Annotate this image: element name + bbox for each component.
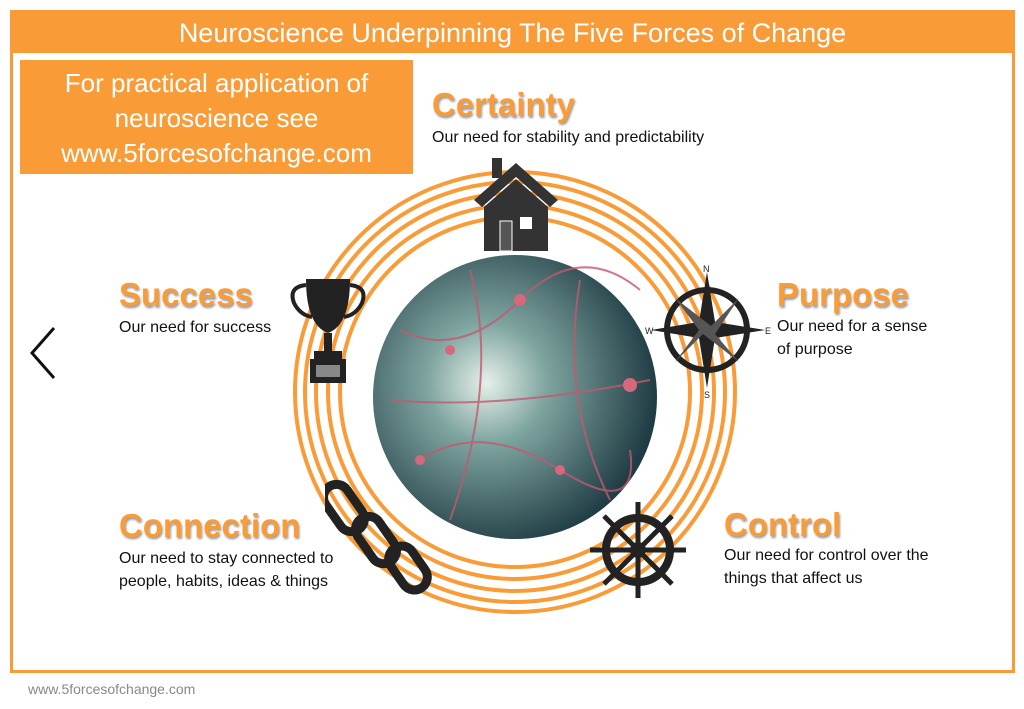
neuron-image xyxy=(373,255,657,539)
promo-link[interactable]: www.5forcesofchange.com xyxy=(61,138,372,168)
success-title: Success xyxy=(119,276,253,313)
prev-arrow-icon[interactable] xyxy=(20,322,70,384)
connection-desc: Our need to stay connected to people, hab… xyxy=(119,547,333,593)
connection-desc-line: people, habits, ideas & things xyxy=(119,573,329,590)
compass-icon: N S E W xyxy=(645,264,771,400)
chain-link-icon xyxy=(325,479,432,595)
ship-wheel-icon xyxy=(590,502,686,598)
compass-east: E xyxy=(765,326,771,336)
compass-south: S xyxy=(704,390,710,400)
house-icon xyxy=(474,158,558,252)
page-title: Neuroscience Underpinning The Five Force… xyxy=(10,10,1015,53)
promo-line: For practical application of xyxy=(64,68,369,98)
connection-title: Connection xyxy=(119,507,301,544)
certainty-title: Certainty xyxy=(432,86,576,123)
control-desc-line: things that affect us xyxy=(724,570,863,587)
promo-line: neuroscience see xyxy=(114,103,319,133)
compass-north: N xyxy=(703,264,710,274)
control-desc-line: Our need for control over the xyxy=(724,547,929,564)
footer-url[interactable]: www.5forcesofchange.com xyxy=(28,681,196,697)
purpose-desc-line: Our need for a sense xyxy=(777,318,928,335)
control-desc: Our need for control over the things that… xyxy=(724,544,929,590)
promo-box[interactable]: For practical application of neuroscienc… xyxy=(20,60,413,174)
purpose-desc: Our need for a sense of purpose xyxy=(777,315,927,361)
trophy-icon xyxy=(290,279,366,383)
control-title: Control xyxy=(724,506,842,543)
certainty-desc: Our need for stability and predictabilit… xyxy=(432,129,705,146)
success-desc: Our need for success xyxy=(119,319,272,336)
compass-west: W xyxy=(645,326,654,336)
purpose-desc-line: of purpose xyxy=(777,341,853,358)
purpose-title: Purpose xyxy=(777,276,910,313)
connection-desc-line: Our need to stay connected to xyxy=(119,550,334,567)
